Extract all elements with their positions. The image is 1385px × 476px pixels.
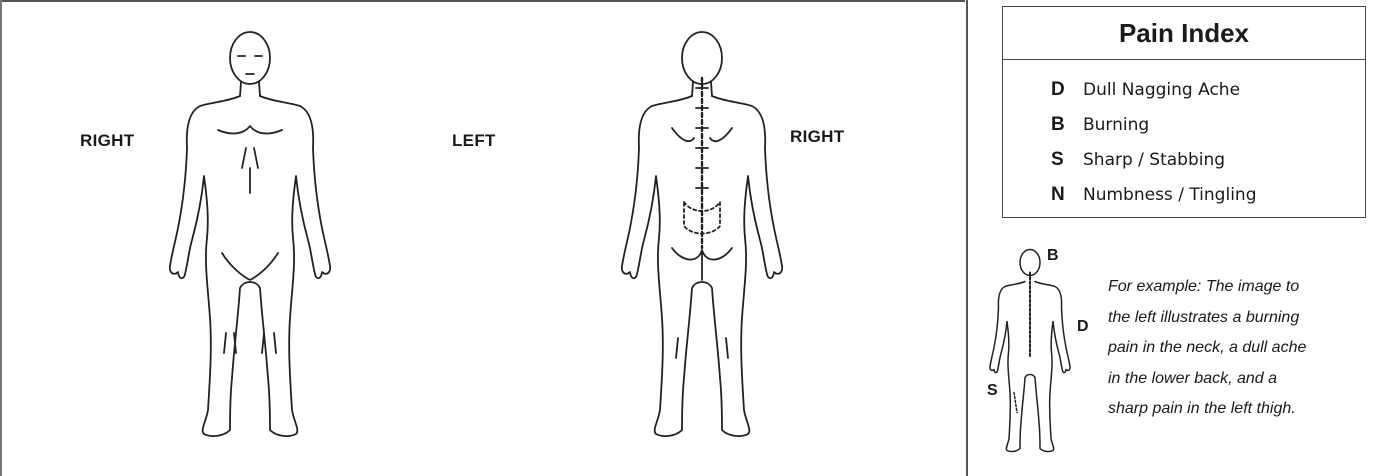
front-body-figure[interactable]	[160, 18, 340, 448]
example-marker-thigh: S	[987, 382, 998, 400]
pain-code: N	[1051, 184, 1083, 206]
form-left-border	[0, 0, 2, 476]
back-figure-right-label: RIGHT	[790, 127, 844, 147]
pain-description: Dull Nagging Ache	[1083, 80, 1240, 100]
pain-code: D	[1051, 79, 1083, 101]
pain-index-item: D Dull Nagging Ache	[1051, 72, 1365, 107]
back-body-figure[interactable]	[612, 18, 792, 448]
pain-index-item: S Sharp / Stabbing	[1051, 142, 1365, 177]
pain-index-legend: Pain Index D Dull Nagging Ache B Burning…	[1002, 6, 1366, 218]
example-line: pain in the neck, a dull ache	[1108, 333, 1376, 364]
pain-index-item: N Numbness / Tingling	[1051, 177, 1365, 212]
form-top-border	[0, 0, 965, 2]
example-line: in the lower back, and a	[1108, 364, 1376, 395]
example-marker-neck: B	[1047, 247, 1059, 265]
pain-index-item: B Burning	[1051, 107, 1365, 142]
section-divider	[966, 0, 968, 476]
pain-index-list: D Dull Nagging Ache B Burning S Sharp / …	[1003, 60, 1365, 212]
pain-description: Burning	[1083, 115, 1149, 135]
front-figure-left-label: LEFT	[452, 131, 496, 151]
front-figure-right-label: RIGHT	[80, 131, 134, 151]
example-line: sharp pain in the left thigh.	[1108, 394, 1376, 425]
pain-index-title: Pain Index	[1003, 7, 1365, 60]
example-line: the left illustrates a burning	[1108, 303, 1376, 334]
example-marker-lower-back: D	[1077, 318, 1089, 336]
pain-code: B	[1051, 114, 1083, 136]
pain-description: Sharp / Stabbing	[1083, 150, 1225, 170]
example-body-figure	[985, 230, 1075, 470]
example-line: For example: The image to	[1108, 272, 1376, 303]
pain-code: S	[1051, 149, 1083, 171]
pain-description: Numbness / Tingling	[1083, 185, 1257, 205]
example-description: For example: The image to the left illus…	[1108, 272, 1376, 425]
